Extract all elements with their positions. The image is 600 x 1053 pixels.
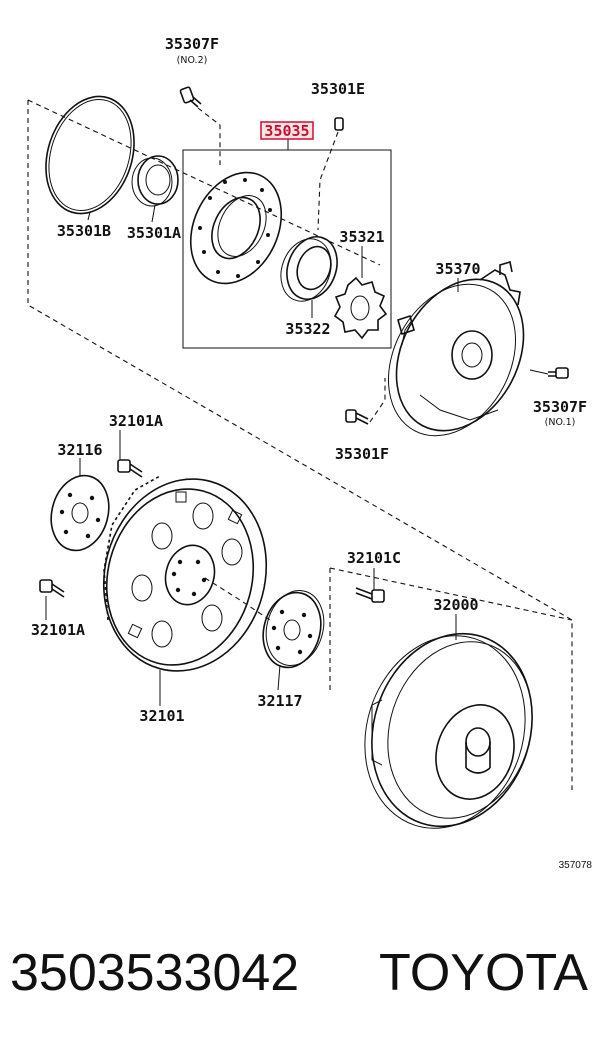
spacer-plate-32117 [262,590,325,669]
label-32101a-top: 32101A [109,412,163,430]
bolt-32101a-left [39,579,65,598]
label-35307f-right: 35307F [533,398,587,416]
pump-body [189,171,283,285]
label-35301a: 35301A [127,224,181,242]
pump-cover-35370 [387,260,525,437]
bolt-35301f [345,378,386,425]
pump-subassembly-frame [182,149,392,349]
bolt-32101a-top [117,459,143,478]
bolt-32101c [355,587,385,603]
label-35301b: 35301B [57,222,111,240]
assembly-boundary-dashed [27,99,573,790]
bolt-35307f-no1 [529,367,569,379]
label-35307f-right-sub: (NO.1) [545,417,576,428]
diagram-reference-number: 357078 [559,860,593,871]
footer-part-number: 3503533042 [10,944,299,1002]
driven-gear-35322 [280,236,338,302]
label-35301e: 35301E [311,80,365,98]
o-ring-35301b [45,95,135,215]
footer-brand: TOYOTA [379,944,588,1002]
label-32101: 32101 [139,707,184,725]
drive-plate-32101 [102,475,271,672]
label-35035-highlighted[interactable]: 35035 [264,122,309,140]
label-32116: 32116 [57,441,102,459]
torque-converter-32000 [364,632,533,829]
bolt-35307f-no2 [179,86,221,165]
label-32101a-left: 32101A [31,621,85,639]
label-32117: 32117 [257,692,302,710]
label-32000: 32000 [433,596,478,614]
assembly-boundary-lower [329,567,573,690]
label-35370: 35370 [435,260,480,278]
label-35301f: 35301F [335,445,389,463]
label-35322: 35322 [285,320,330,338]
leader-lines [45,204,459,706]
drive-gear-35321 [333,276,388,340]
spacer-plate-32116 [50,474,110,552]
label-35307f-top: 35307F [165,35,219,53]
label-35321: 35321 [339,228,384,246]
label-32101c: 32101C [347,549,401,567]
oil-seal-35301a [131,155,179,207]
highlight-box-35035 [260,121,314,140]
label-35307f-top-sub: (NO.2) [177,55,208,66]
pin-35301e [317,117,344,231]
